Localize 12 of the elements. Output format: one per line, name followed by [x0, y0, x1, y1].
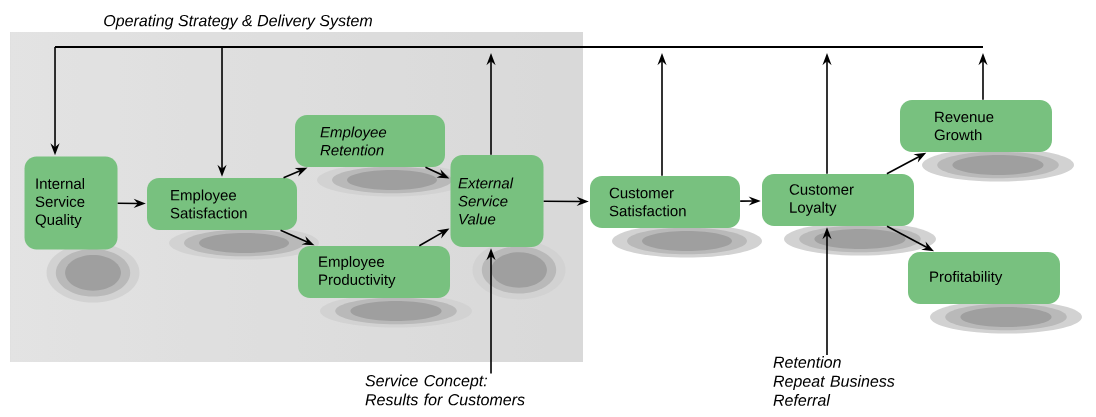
input-text: Retention Repeat Business Referral: [773, 356, 895, 406]
process-box: External Service Value: [450, 155, 544, 247]
title-text: Operating Strategy & Delivery System: [104, 14, 372, 30]
process-box: Employee Retention: [295, 115, 445, 167]
process-box: Employee Productivity: [298, 246, 450, 298]
process-box: Customer Satisfaction: [590, 176, 740, 228]
process-box: Internal Service Quality: [24, 156, 118, 250]
process-box: Employee Satisfaction: [147, 178, 297, 230]
input-text: Service Concept: Results for Customers: [365, 374, 525, 406]
process-box: Revenue Growth: [900, 100, 1052, 152]
process-box: Profitability: [908, 252, 1060, 304]
process-box: Customer Loyalty: [762, 174, 914, 226]
